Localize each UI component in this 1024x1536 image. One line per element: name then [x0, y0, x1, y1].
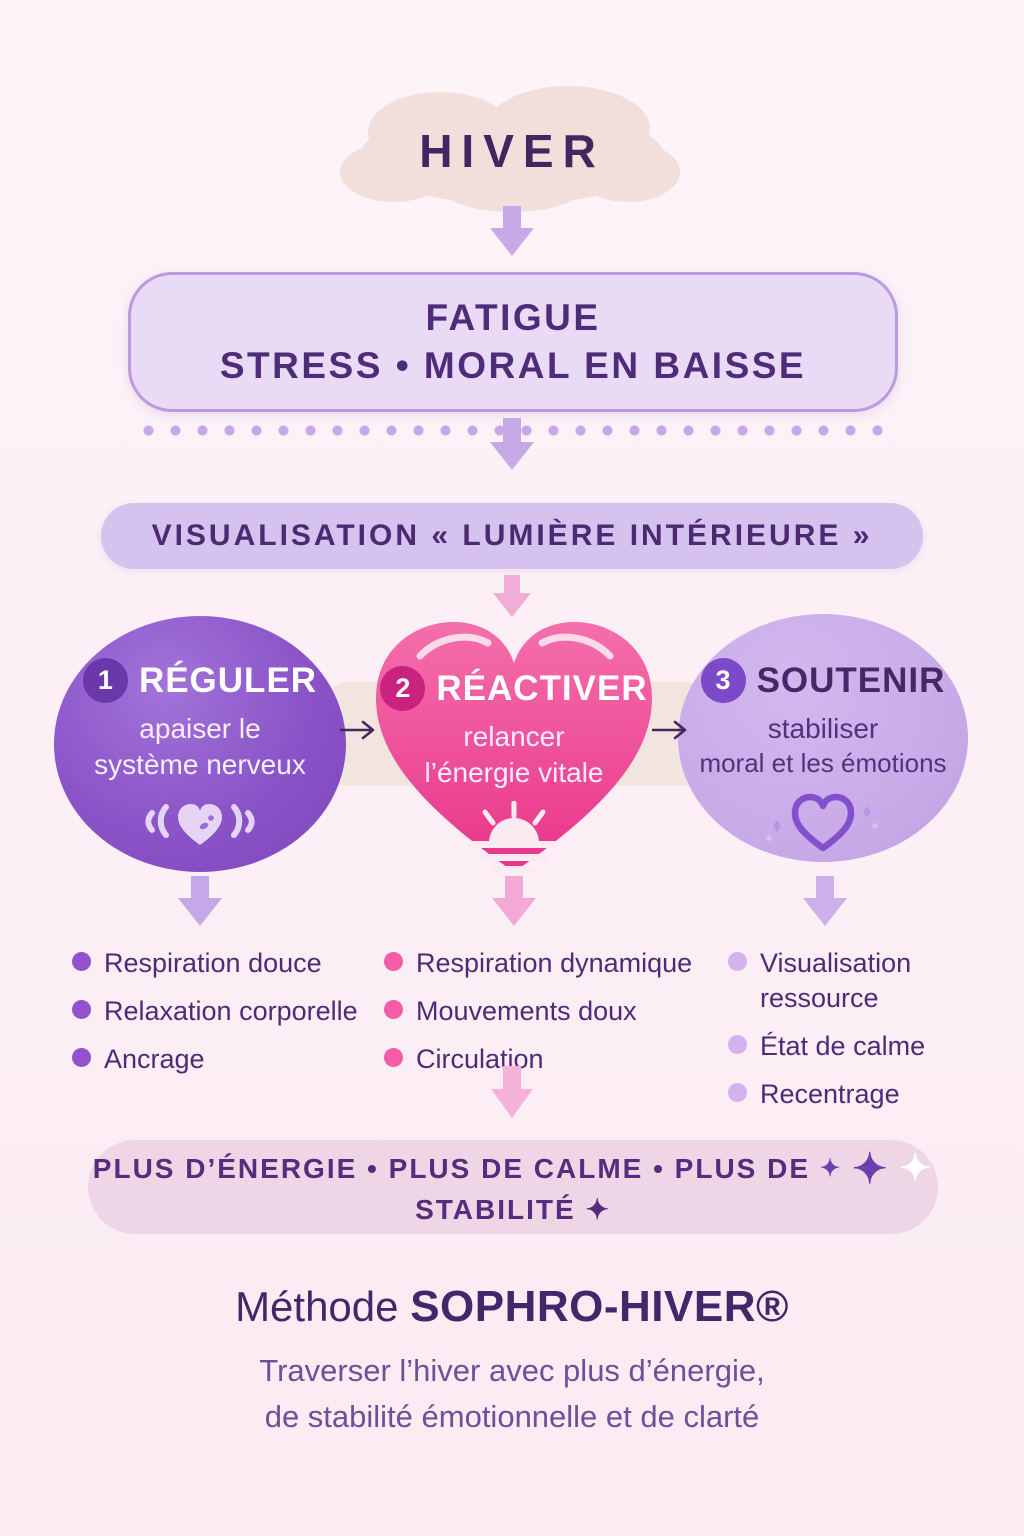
result-line-2: STABILITÉ ✦: [415, 1193, 611, 1226]
list-item: État de calme: [728, 1029, 984, 1064]
poster-title: HIVER: [419, 125, 605, 177]
step-3-title: SOUTENIR: [756, 660, 946, 700]
bullet-dot-icon: [72, 1048, 91, 1068]
down-arrow-icon: [491, 1066, 533, 1118]
list-item: Relaxation corporelle: [72, 994, 358, 1029]
result-text: PLUS D’ÉNERGIE • PLUS DE CALME • PLUS DE: [92, 1153, 811, 1184]
step-1-subtitle-line1: apaiser le: [139, 713, 261, 744]
result-text: STABILITÉ ✦: [415, 1194, 611, 1225]
tagline-line-1: Traverser l’hiver avec plus d’énergie,: [259, 1353, 765, 1388]
cloud-icon: [340, 86, 680, 212]
heart-shape: [376, 622, 652, 872]
step-3-bullet-list: Visualisation ressource État de calme Re…: [728, 946, 984, 1112]
problem-line-1: FATIGUE: [425, 297, 601, 338]
bullet-text: Relaxation corporelle: [104, 996, 358, 1027]
step-1-header: 1 RÉGULER: [82, 658, 318, 703]
down-arrow-icon: [178, 876, 222, 926]
step-3-number-badge: 3: [700, 658, 746, 703]
bullet-dot-icon: [384, 1000, 403, 1020]
step-3-circle: 3 SOUTENIR stabiliser moral et les émoti…: [678, 614, 968, 862]
winter-cloud: HIVER: [336, 84, 688, 214]
down-arrow-icon: [490, 418, 534, 470]
step-3-subtitle-line2: moral et les émotions: [699, 747, 947, 778]
bullet-dot-icon: [72, 1000, 91, 1020]
step-2-bullet-list: Respiration dynamique Mouvements doux Ci…: [384, 946, 720, 1077]
bullet-dot-icon: [384, 952, 403, 971]
step-2-heart: 2 RÉACTIVER relancer l’énergie vitale: [362, 610, 666, 880]
problem-line-2: STRESS • MORAL EN BAISSE: [219, 345, 807, 386]
method-pill: VISUALISATION « LUMIÈRE INTÉRIEURE »: [101, 503, 923, 569]
step-3-header: 3 SOUTENIR: [700, 658, 946, 703]
bullet-text: Recentrage: [760, 1079, 900, 1110]
list-item: Recentrage: [728, 1077, 984, 1112]
sparkle-icon: ✦: [820, 1155, 843, 1182]
step-1-bullet-list: Respiration douce Relaxation corporelle …: [72, 946, 358, 1077]
step-2-content: 2 RÉACTIVER relancer l’énergie vitale: [362, 610, 666, 880]
step-3-subtitle-line1: stabiliser: [767, 713, 879, 744]
list-item: Respiration dynamique: [384, 946, 720, 981]
method-pill-label: VISUALISATION « LUMIÈRE INTÉRIEURE »: [151, 519, 873, 552]
result-pill: PLUS D’ÉNERGIE • PLUS DE CALME • PLUS DE…: [88, 1140, 938, 1234]
step-2-title: RÉACTIVER: [436, 668, 648, 708]
flow-arrow-right-icon: [652, 720, 687, 740]
step-2-number-badge: 2: [380, 666, 426, 711]
problem-box: FATIGUE STRESS • MORAL EN BAISSE: [128, 272, 898, 412]
down-arrow-icon: [803, 876, 847, 926]
step-1-subtitle-line2: système nerveux: [94, 748, 306, 780]
bullet-dot-icon: [728, 1035, 747, 1055]
beating-heart-icon: [145, 803, 255, 845]
bullet-text: Mouvements doux: [416, 996, 637, 1027]
footer-tagline: Traverser l’hiver avec plus d’énergie, d…: [0, 1348, 1024, 1440]
sunrise-icon: [468, 800, 560, 873]
list-item: Respiration douce: [72, 946, 358, 981]
bullet-text: Circulation: [416, 1044, 544, 1075]
list-item: Visualisation ressource: [728, 946, 984, 1016]
heart-outline-icon: [766, 793, 878, 852]
list-item: Ancrage: [72, 1042, 358, 1077]
list-item: Mouvements doux: [384, 994, 720, 1029]
bullet-text: Respiration douce: [104, 948, 322, 978]
step-1-number-badge: 1: [82, 658, 128, 703]
step-1-circle: 1 RÉGULER apaiser le système nerveux: [54, 616, 346, 872]
bullet-dot-icon: [728, 1083, 747, 1103]
step-2-subtitle-line2: l’énergie vitale: [424, 756, 604, 788]
down-arrow-icon: [493, 575, 531, 617]
flow-arrow-right-icon: [340, 720, 375, 740]
result-line-1: PLUS D’ÉNERGIE • PLUS DE CALME • PLUS DE…: [93, 1148, 933, 1190]
bullet-dot-icon: [72, 952, 91, 971]
method-name: SOPHRO-HIVER®: [410, 1282, 789, 1331]
tagline-line-2: de stabilité émotionnelle et de clarté: [264, 1398, 760, 1434]
down-arrow-icon: [492, 876, 536, 926]
bullet-text: Respiration dynamique: [416, 948, 693, 978]
step-1-title: RÉGULER: [138, 660, 318, 700]
down-arrow-icon: [490, 206, 534, 256]
step-2-header: 2 RÉACTIVER: [380, 666, 647, 711]
method-prefix: Méthode: [235, 1283, 411, 1330]
bullet-text: État de calme: [760, 1031, 926, 1062]
sparkle-icon: ✦: [852, 1145, 890, 1192]
bullet-dot-icon: [384, 1048, 403, 1068]
bullet-dot-icon: [728, 952, 747, 971]
sparkle-icon: ✦: [899, 1148, 934, 1190]
footer-method-title: Méthode SOPHRO-HIVER®: [0, 1282, 1024, 1332]
bullet-text: Visualisation ressource: [760, 948, 912, 1014]
bullet-text: Ancrage: [104, 1044, 205, 1075]
list-item: Circulation: [384, 1042, 720, 1077]
step-2-subtitle-line1: relancer: [463, 721, 565, 752]
